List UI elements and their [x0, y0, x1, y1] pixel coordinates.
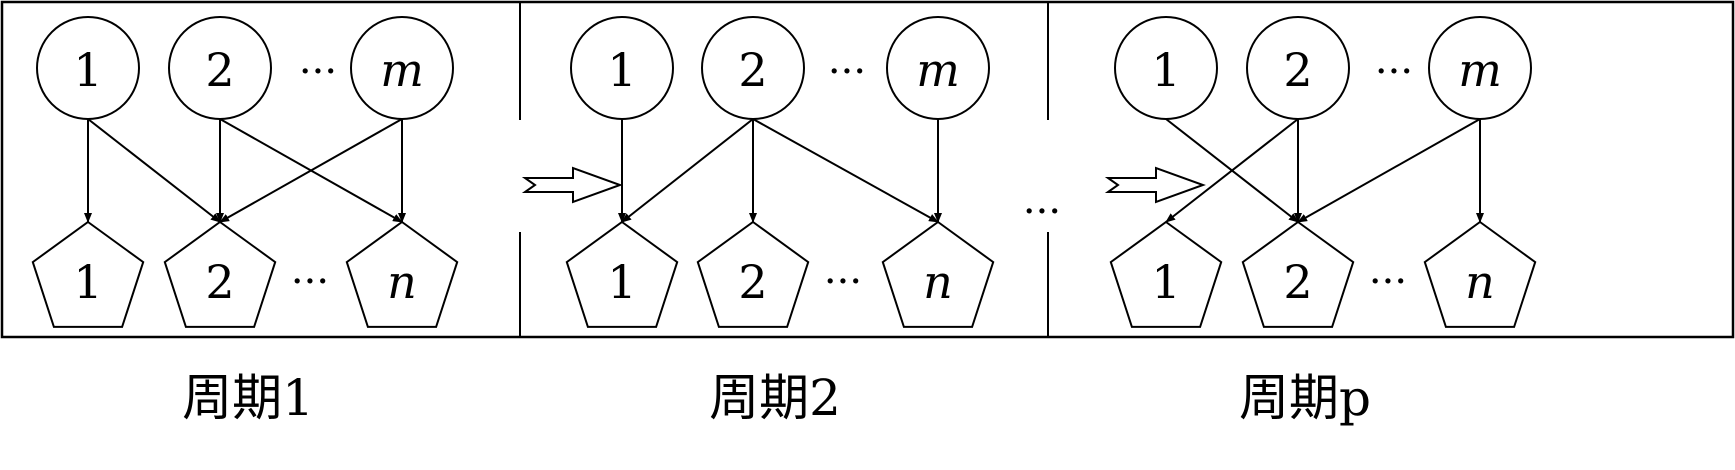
- transition-arrow-icon: [1104, 166, 1206, 204]
- target-ellipsis: ···: [1369, 259, 1407, 305]
- target-node-label: 2: [1283, 255, 1312, 309]
- source-node-label: 2: [205, 43, 234, 97]
- target-node-pentagon: [1109, 220, 1223, 328]
- between-periods-ellipsis: ···: [1023, 189, 1061, 235]
- target-node-pentagon: [696, 220, 810, 328]
- edge-arrow: [1297, 118, 1481, 223]
- target-node-label: 1: [73, 255, 102, 309]
- outer-frame: [0, 0, 1735, 339]
- target-node-label: 1: [1151, 255, 1180, 309]
- period-caption: 周期2: [709, 369, 841, 427]
- edge-arrow: [87, 118, 221, 223]
- source-node-label: 1: [73, 43, 102, 97]
- source-node-circle: [570, 16, 674, 120]
- source-node-circle: [350, 16, 454, 120]
- source-node-label: m: [1458, 43, 1502, 97]
- source-node-circle: [886, 16, 990, 120]
- source-node-label: m: [380, 43, 424, 97]
- target-node-pentagon: [1241, 220, 1355, 328]
- source-ellipsis: ···: [299, 49, 337, 95]
- target-node-pentagon: [31, 220, 145, 328]
- target-ellipsis: ···: [291, 259, 329, 305]
- source-node-label: 1: [607, 43, 636, 97]
- source-node-circle: [1428, 16, 1532, 120]
- source-node-label: 1: [1151, 43, 1180, 97]
- source-node-circle: [1246, 16, 1350, 120]
- edge-arrow: [752, 118, 939, 223]
- period-caption: 周期p: [1239, 369, 1371, 427]
- source-node-circle: [701, 16, 805, 120]
- target-node-label: n: [387, 255, 417, 309]
- target-node-label: 2: [738, 255, 767, 309]
- target-node-label: 1: [607, 255, 636, 309]
- target-node-pentagon: [163, 220, 277, 328]
- target-node-pentagon: [565, 220, 679, 328]
- target-node-label: n: [923, 255, 953, 309]
- edge-arrow: [219, 118, 403, 223]
- source-node-label: m: [916, 43, 960, 97]
- target-node-label: n: [1465, 255, 1495, 309]
- edge-arrow: [1165, 118, 1299, 223]
- source-node-circle: [1114, 16, 1218, 120]
- target-node-pentagon: [345, 220, 459, 328]
- target-node-pentagon: [1423, 220, 1537, 328]
- source-node-label: 2: [1283, 43, 1312, 97]
- transition-arrow-icon: [521, 166, 623, 204]
- edge-arrow: [621, 118, 754, 223]
- target-node-pentagon: [881, 220, 995, 328]
- source-ellipsis: ···: [1375, 49, 1413, 95]
- source-node-circle: [168, 16, 272, 120]
- source-node-label: 2: [738, 43, 767, 97]
- period-caption: 周期1: [182, 369, 314, 427]
- target-node-label: 2: [205, 255, 234, 309]
- source-ellipsis: ···: [828, 49, 866, 95]
- source-node-circle: [36, 16, 140, 120]
- target-ellipsis: ···: [824, 259, 862, 305]
